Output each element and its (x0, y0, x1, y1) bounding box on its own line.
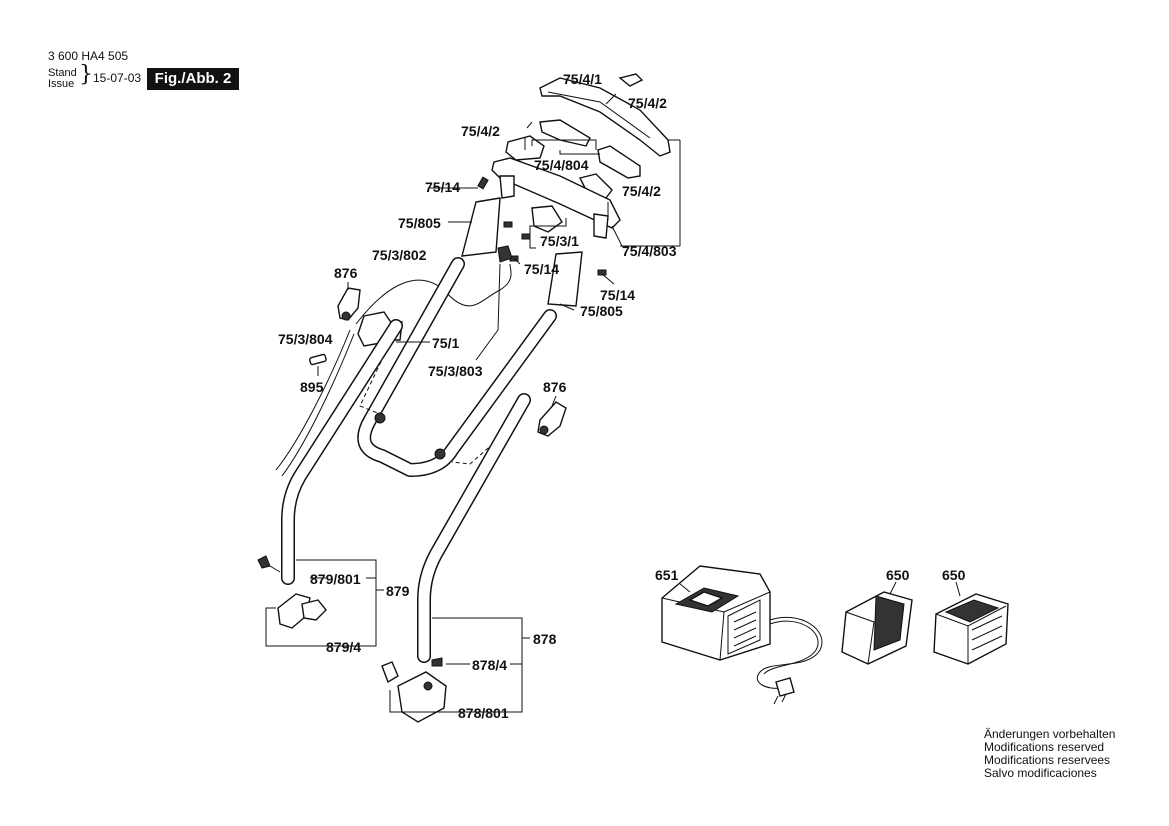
label-75-3-1: 75/3/1 (540, 233, 579, 249)
label-878-4: 878/4 (472, 657, 507, 673)
label-879: 879 (386, 583, 410, 599)
label-879-801: 879/801 (310, 571, 361, 587)
battery-pack-part-1 (841, 581, 913, 665)
cable-part (355, 263, 512, 325)
document-number: 3 600 HA4 505 (48, 49, 129, 63)
label-75-4-2-right: 75/4/2 (622, 183, 661, 199)
note-line-es: Salvo modificaciones (984, 766, 1097, 780)
switch-lever-part (497, 205, 567, 263)
stand-issue-label: Stand Issue (48, 68, 77, 90)
label-75-805-upper: 75/805 (398, 215, 441, 231)
label-876-left: 876 (334, 265, 358, 281)
issue-label: Issue (48, 78, 75, 90)
label-75-14-top: 75/14 (425, 179, 460, 195)
label-75-3-803: 75/3/803 (428, 363, 483, 379)
left-mount-bracket-part (257, 555, 327, 629)
stand-label: Stand (48, 67, 77, 79)
handle-cover-part (539, 73, 671, 157)
label-75-3-802: 75/3/802 (372, 247, 427, 263)
label-75-14-right: 75/14 (600, 287, 635, 303)
label-651: 651 (655, 567, 679, 583)
battery-pack-part-2 (933, 581, 1009, 665)
label-75-4-804: 75/4/804 (534, 157, 589, 173)
label-650-second: 650 (942, 567, 966, 583)
label-878-801: 878/801 (458, 705, 509, 721)
clamp-knob-right-part (537, 401, 567, 437)
label-75-4-2-top: 75/4/2 (628, 95, 667, 111)
clamp-knob-left-part (337, 287, 361, 321)
note-line-fr: Modifications reservees (984, 753, 1111, 767)
cable-lower-part-2 (281, 333, 355, 477)
label-75-1: 75/1 (432, 335, 459, 351)
issue-date: 15-07-03 (93, 71, 142, 85)
label-650-first: 650 (886, 567, 910, 583)
battery-charger-part (661, 565, 823, 705)
lower-left-tube-part (281, 319, 403, 585)
label-75-4-803: 75/4/803 (622, 243, 677, 259)
label-75-4-2-left: 75/4/2 (461, 123, 500, 139)
pin-part (308, 353, 327, 366)
note-line-de: Änderungen vorbehalten (984, 727, 1116, 741)
right-mount-cover-part (381, 657, 447, 723)
label-75-805-lower: 75/805 (580, 303, 623, 319)
brace-glyph: } (79, 62, 93, 87)
leader-lines (265, 139, 681, 713)
figure-label: Fig./Abb. 2 (147, 68, 239, 90)
label-75-14-middle: 75/14 (524, 261, 559, 277)
label-75-3-804: 75/3/804 (278, 331, 333, 347)
label-876-right: 876 (543, 379, 567, 395)
label-895: 895 (300, 379, 324, 395)
handle-grip-part (461, 197, 583, 307)
label-75-4-1: 75/4/1 (563, 71, 602, 87)
lower-right-tube-part (417, 393, 531, 663)
modifications-note: Änderungen vorbehalten Modifications res… (984, 728, 1115, 780)
cable-lower-part (275, 329, 351, 471)
label-879-4: 879/4 (326, 639, 361, 655)
handle-bracket-part (491, 157, 621, 239)
label-878: 878 (533, 631, 557, 647)
note-line-en: Modifications reserved (984, 740, 1105, 754)
